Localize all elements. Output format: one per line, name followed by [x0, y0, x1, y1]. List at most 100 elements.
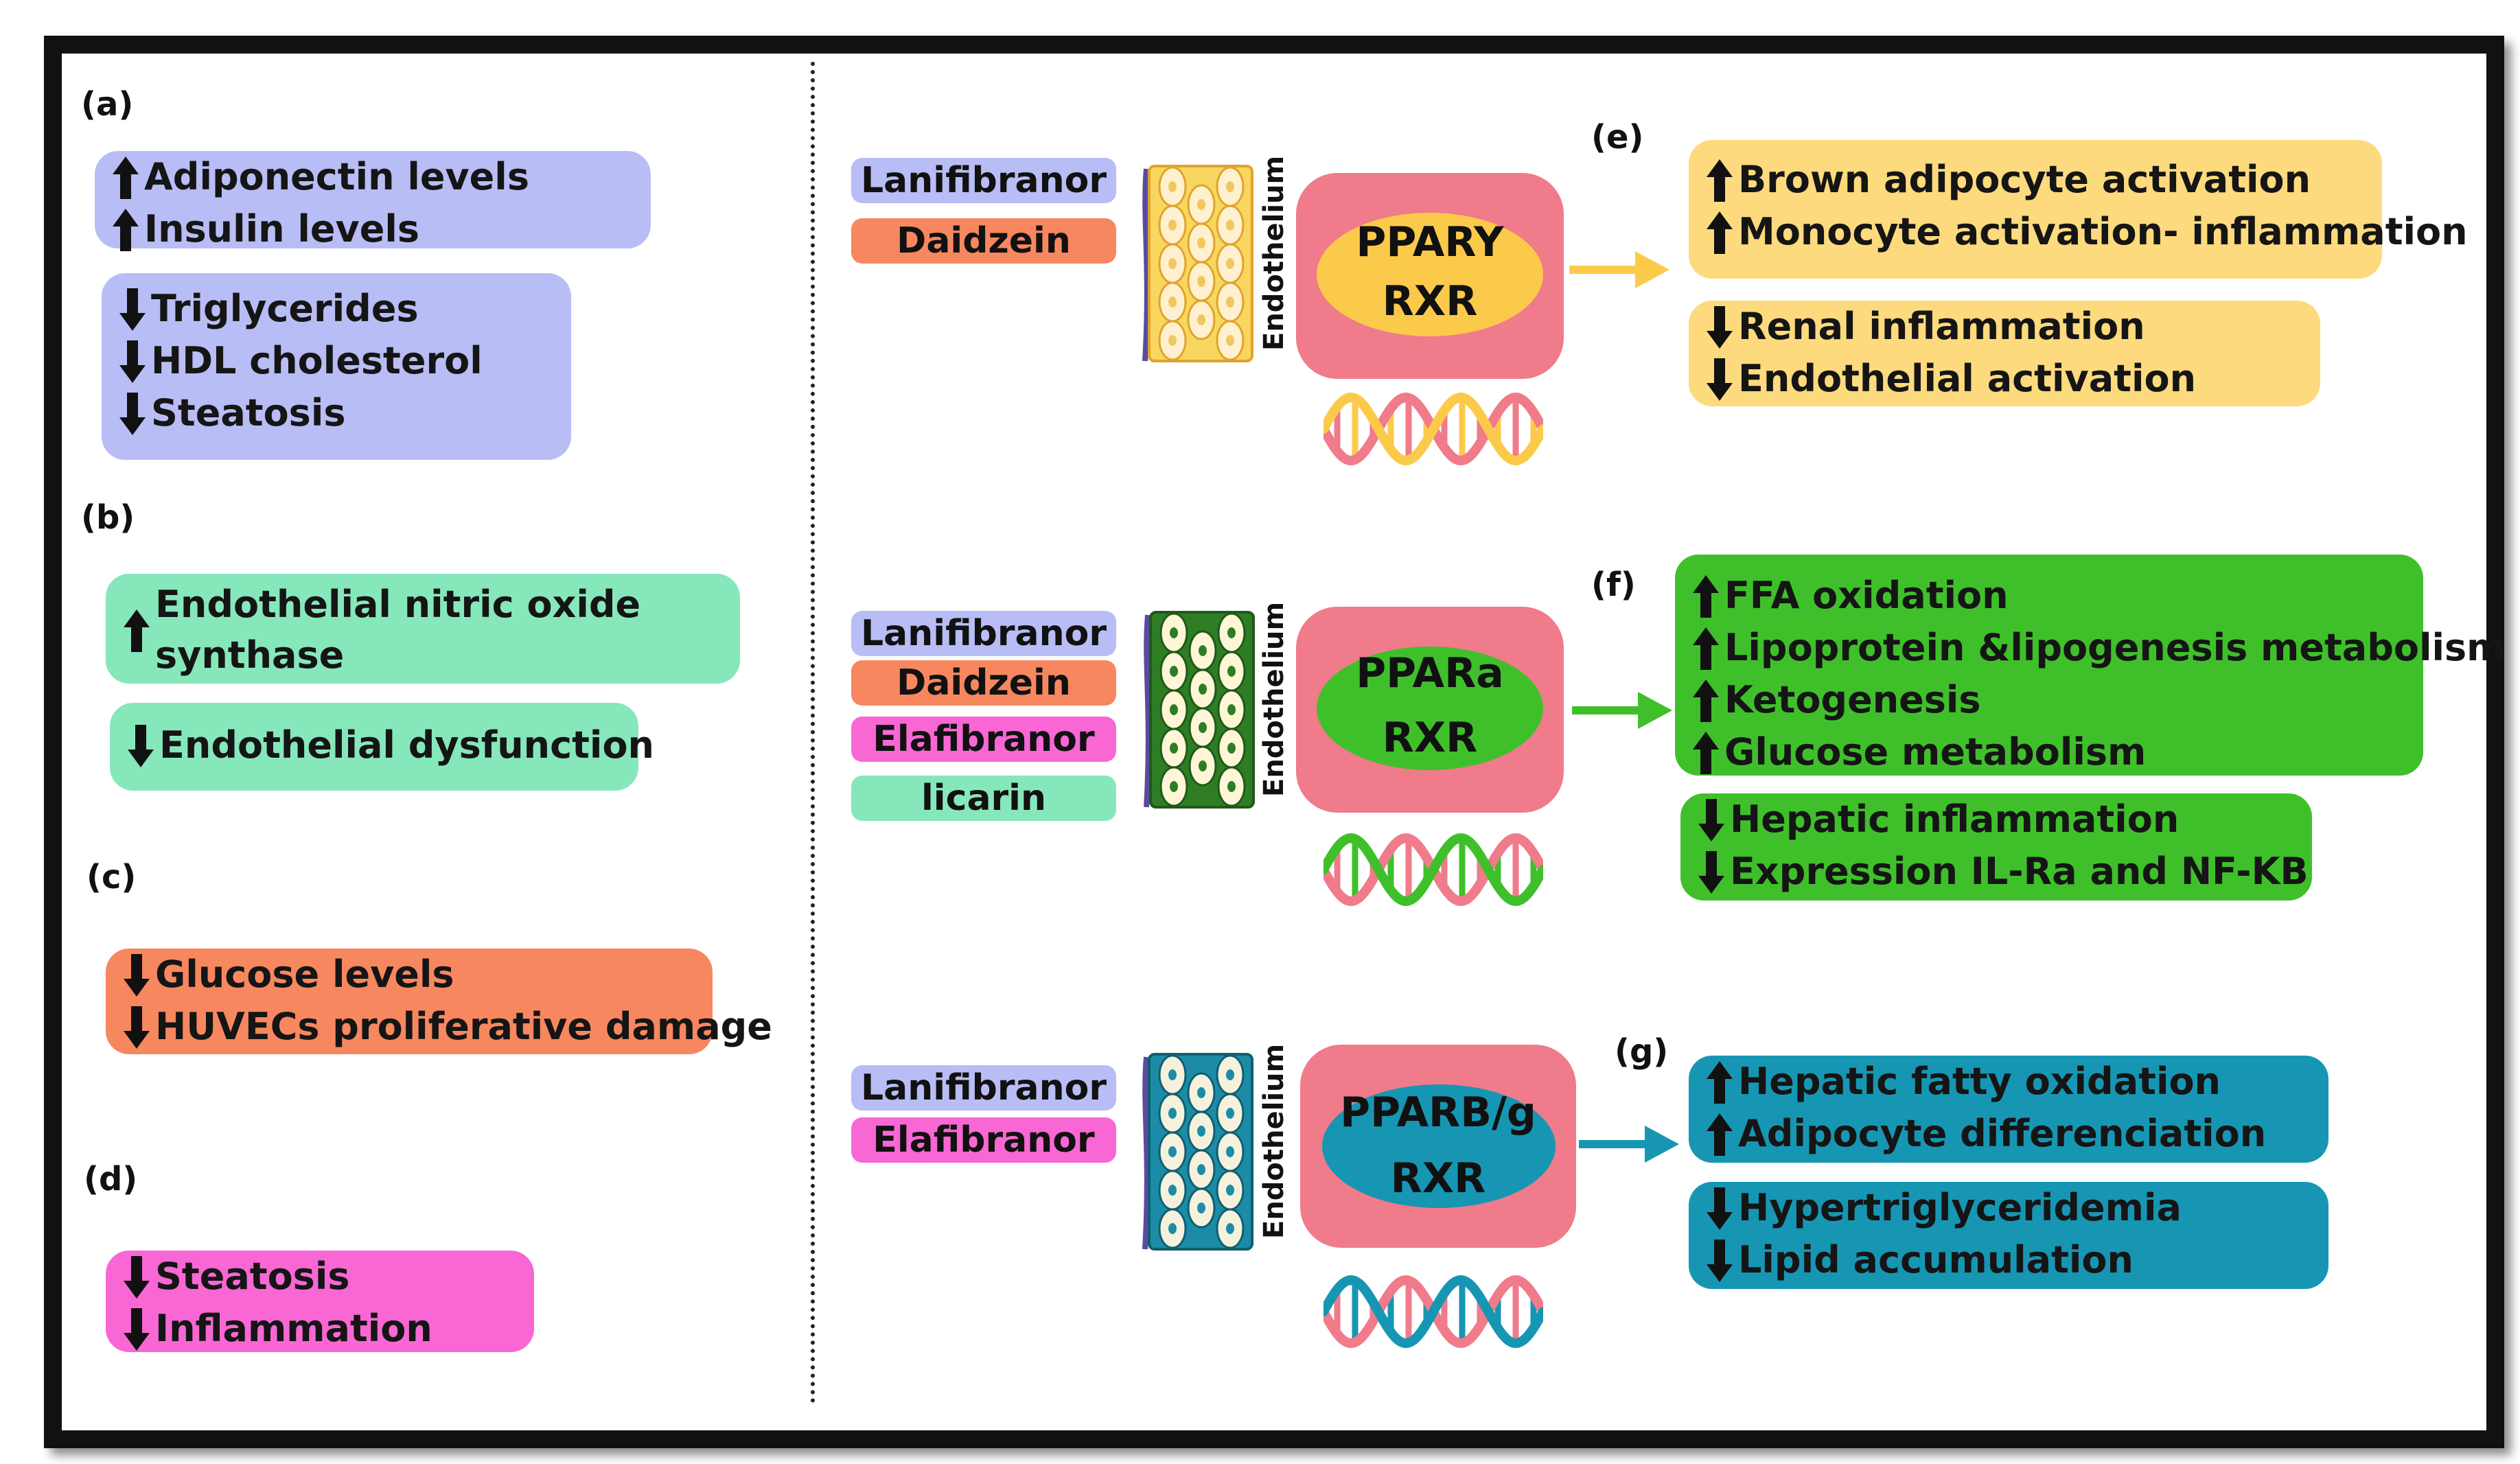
- box-b-down: Endothelial dysfunction: [110, 703, 654, 791]
- box-d: Steatosis Inflammation: [106, 1251, 534, 1352]
- down-arrow-icon: [1705, 353, 1734, 405]
- down-arrow-icon: [1705, 301, 1734, 353]
- drug-lanifibranor: Lanifibranor: [851, 1065, 1116, 1111]
- endothelium-label: Endothelium: [1258, 155, 1290, 351]
- list-item: Hepatic fatty oxidation: [1705, 1056, 2311, 1108]
- drug-daidzein: Daidzein: [851, 218, 1116, 264]
- list-item: Steatosis: [122, 1251, 516, 1303]
- down-arrow-icon: [1697, 846, 1726, 898]
- receptor-partner: RXR: [1390, 1154, 1486, 1202]
- list-item: Renal inflammation: [1705, 301, 2302, 353]
- box-f-up: FFA oxidation Lipoprotein &lipogenesis m…: [1675, 555, 2505, 778]
- down-arrow-icon: [126, 719, 155, 771]
- list-item: FFA oxidation: [1691, 570, 2405, 622]
- receptor-partner: RXR: [1382, 277, 1478, 325]
- box-a-up: Adiponectin levels Insulin levels: [95, 151, 651, 251]
- list-item: Monocyte activation- inflammation: [1705, 206, 2468, 258]
- receptor-ppara: PPARa RXR: [1296, 607, 1564, 813]
- drug-lanifibranor: Lanifibranor: [851, 158, 1116, 203]
- dna-icon: [1323, 1275, 1543, 1349]
- right-arrow-icon: [1572, 692, 1672, 729]
- down-arrow-icon: [1697, 793, 1726, 846]
- drug-daidzein: Daidzein: [851, 660, 1116, 706]
- receptor-partner: RXR: [1382, 714, 1478, 762]
- list-item: Brown adipocyte activation: [1705, 154, 2364, 206]
- list-item: Steatosis: [118, 387, 553, 439]
- down-arrow-icon: [1705, 1182, 1734, 1234]
- list-item: Hypertriglyceridemia: [1705, 1182, 2311, 1234]
- box-f-down: Hepatic inflammation Expression IL-Ra an…: [1680, 793, 2312, 901]
- list-item: Inflammation: [122, 1303, 516, 1355]
- label-f: (f): [1591, 566, 1636, 604]
- list-item: Lipid accumulation: [1705, 1234, 2311, 1286]
- drug-lanifibranor: Lanifibranor: [851, 611, 1116, 656]
- list-item: Glucose levels: [122, 949, 695, 1001]
- up-arrow-icon: [122, 578, 151, 682]
- receptor-core: [1317, 647, 1543, 770]
- list-item: Hepatic inflammation: [1697, 793, 2294, 846]
- box-g-up: Hepatic fatty oxidation Adipocyte differ…: [1689, 1056, 2328, 1163]
- down-arrow-icon: [1705, 1234, 1734, 1286]
- up-arrow-icon: [1691, 726, 1720, 778]
- up-arrow-icon: [1705, 1056, 1734, 1108]
- down-arrow-icon: [122, 1251, 151, 1303]
- box-e-up: Brown adipocyte activation Monocyte acti…: [1689, 140, 2468, 279]
- down-arrow-icon: [122, 949, 151, 1001]
- down-arrow-icon: [122, 1001, 151, 1053]
- dna-icon: [1323, 833, 1543, 907]
- receptor-ppary: PPARY RXR: [1296, 173, 1564, 379]
- label-d: (d): [84, 1160, 138, 1198]
- label-a: (a): [81, 85, 134, 124]
- list-item: Expression IL-Ra and NF-KB: [1697, 846, 2309, 898]
- list-item: Triglycerides: [118, 283, 553, 335]
- up-arrow-icon: [111, 151, 140, 203]
- drug-licarin: licarin: [851, 776, 1116, 821]
- up-arrow-icon: [1705, 1108, 1734, 1160]
- up-arrow-icon: [1691, 622, 1720, 674]
- list-item: Endothelial dysfunction: [126, 719, 654, 771]
- dna-icon: [1323, 392, 1543, 466]
- receptor-name: PPARB/g: [1340, 1089, 1536, 1137]
- up-arrow-icon: [1691, 570, 1720, 622]
- endothelial-cells-icon: [1142, 1053, 1253, 1251]
- list-item: Endothelial activation: [1705, 353, 2302, 405]
- up-arrow-icon: [1705, 206, 1734, 258]
- label-e: (e): [1591, 118, 1644, 156]
- down-arrow-icon: [118, 387, 147, 439]
- down-arrow-icon: [118, 283, 147, 335]
- list-item: Adiponectin levels: [111, 151, 633, 203]
- list-item: HUVECs proliferative damage: [122, 1001, 772, 1053]
- endothelium-label: Endothelium: [1258, 1043, 1290, 1239]
- up-arrow-icon: [111, 203, 140, 255]
- box-g-down: Hypertriglyceridemia Lipid accumulation: [1689, 1182, 2328, 1289]
- endothelial-cells-icon: [1142, 165, 1253, 362]
- receptor-core: [1317, 213, 1543, 336]
- list-item: Adipocyte differenciation: [1705, 1108, 2311, 1160]
- endothelial-cells-icon: [1144, 611, 1255, 809]
- drug-elafibranor: Elafibranor: [851, 1117, 1116, 1163]
- panel-divider: [811, 62, 815, 1404]
- list-item: Insulin levels: [111, 203, 633, 255]
- drug-elafibranor: Elafibranor: [851, 717, 1116, 762]
- receptor-name: PPARY: [1356, 218, 1504, 266]
- label-c: (c): [86, 858, 137, 896]
- endothelium-label: Endothelium: [1258, 601, 1290, 797]
- up-arrow-icon: [1691, 674, 1720, 726]
- label-b: (b): [81, 498, 135, 537]
- list-item: Ketogenesis: [1691, 674, 2405, 726]
- box-c: Glucose levels HUVECs proliferative dama…: [106, 949, 772, 1054]
- box-e-down: Renal inflammation Endothelial activatio…: [1689, 301, 2320, 406]
- list-item: Lipoprotein &lipogenesis metabolism: [1691, 622, 2505, 674]
- box-a-down: Triglycerides HDL cholesterol Steatosis: [102, 273, 571, 460]
- receptor-name: PPARa: [1356, 649, 1504, 697]
- list-item: HDL cholesterol: [118, 335, 553, 387]
- receptor-core: [1322, 1084, 1556, 1208]
- right-arrow-icon: [1569, 251, 1669, 288]
- down-arrow-icon: [118, 335, 147, 387]
- label-g: (g): [1615, 1032, 1669, 1071]
- list-item: Glucose metabolism: [1691, 726, 2405, 778]
- up-arrow-icon: [1705, 154, 1734, 206]
- right-arrow-icon: [1579, 1126, 1679, 1163]
